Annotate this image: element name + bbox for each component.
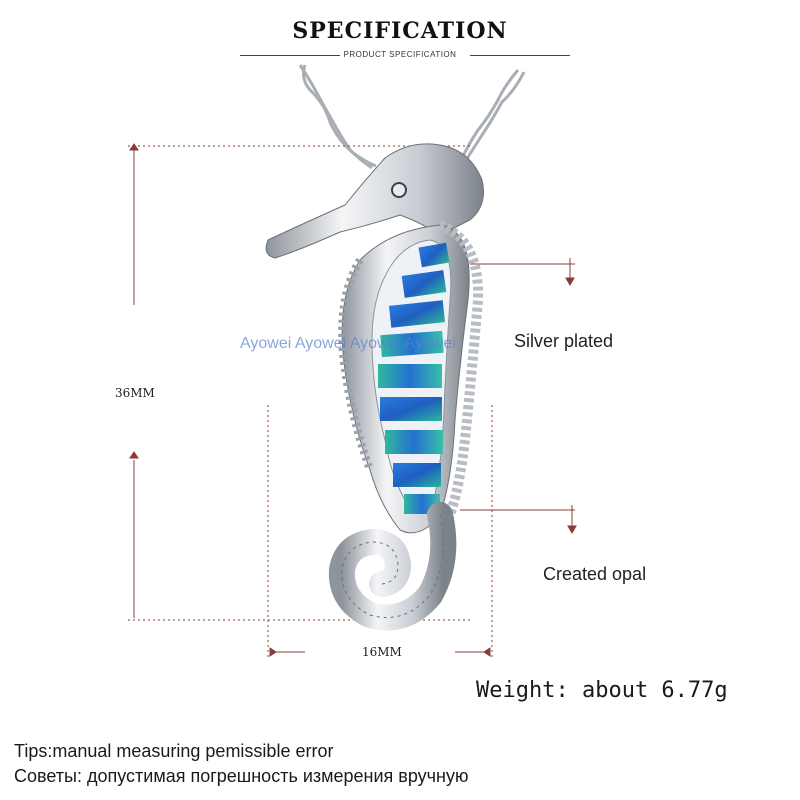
weight-text: Weight: about 6.77g xyxy=(476,678,728,703)
page-subtitle: PRODUCT SPECIFICATION xyxy=(343,50,457,59)
created-opal-label: Created opal xyxy=(543,564,647,584)
chain xyxy=(298,64,526,170)
tips-english: Tips:manual measuring pemissible error xyxy=(14,741,334,761)
width-dimension-label: 16MM xyxy=(362,645,402,659)
seahorse-pendant xyxy=(265,143,484,631)
page-title: SPECIFICATION xyxy=(292,18,508,44)
title-rule-right xyxy=(470,55,570,56)
callout-lines xyxy=(460,258,577,535)
opal-inlays xyxy=(378,242,450,514)
height-dimension-label: 36MM xyxy=(115,386,155,400)
tips-russian: Советы: допустимая погрешность измерения… xyxy=(14,766,469,786)
silver-plated-label: Silver plated xyxy=(514,331,614,351)
title-rule-left xyxy=(240,55,340,56)
width-dimension xyxy=(267,405,493,660)
brand-watermark: Ayowei Ayowei Ayowei Ayowei xyxy=(240,335,456,352)
